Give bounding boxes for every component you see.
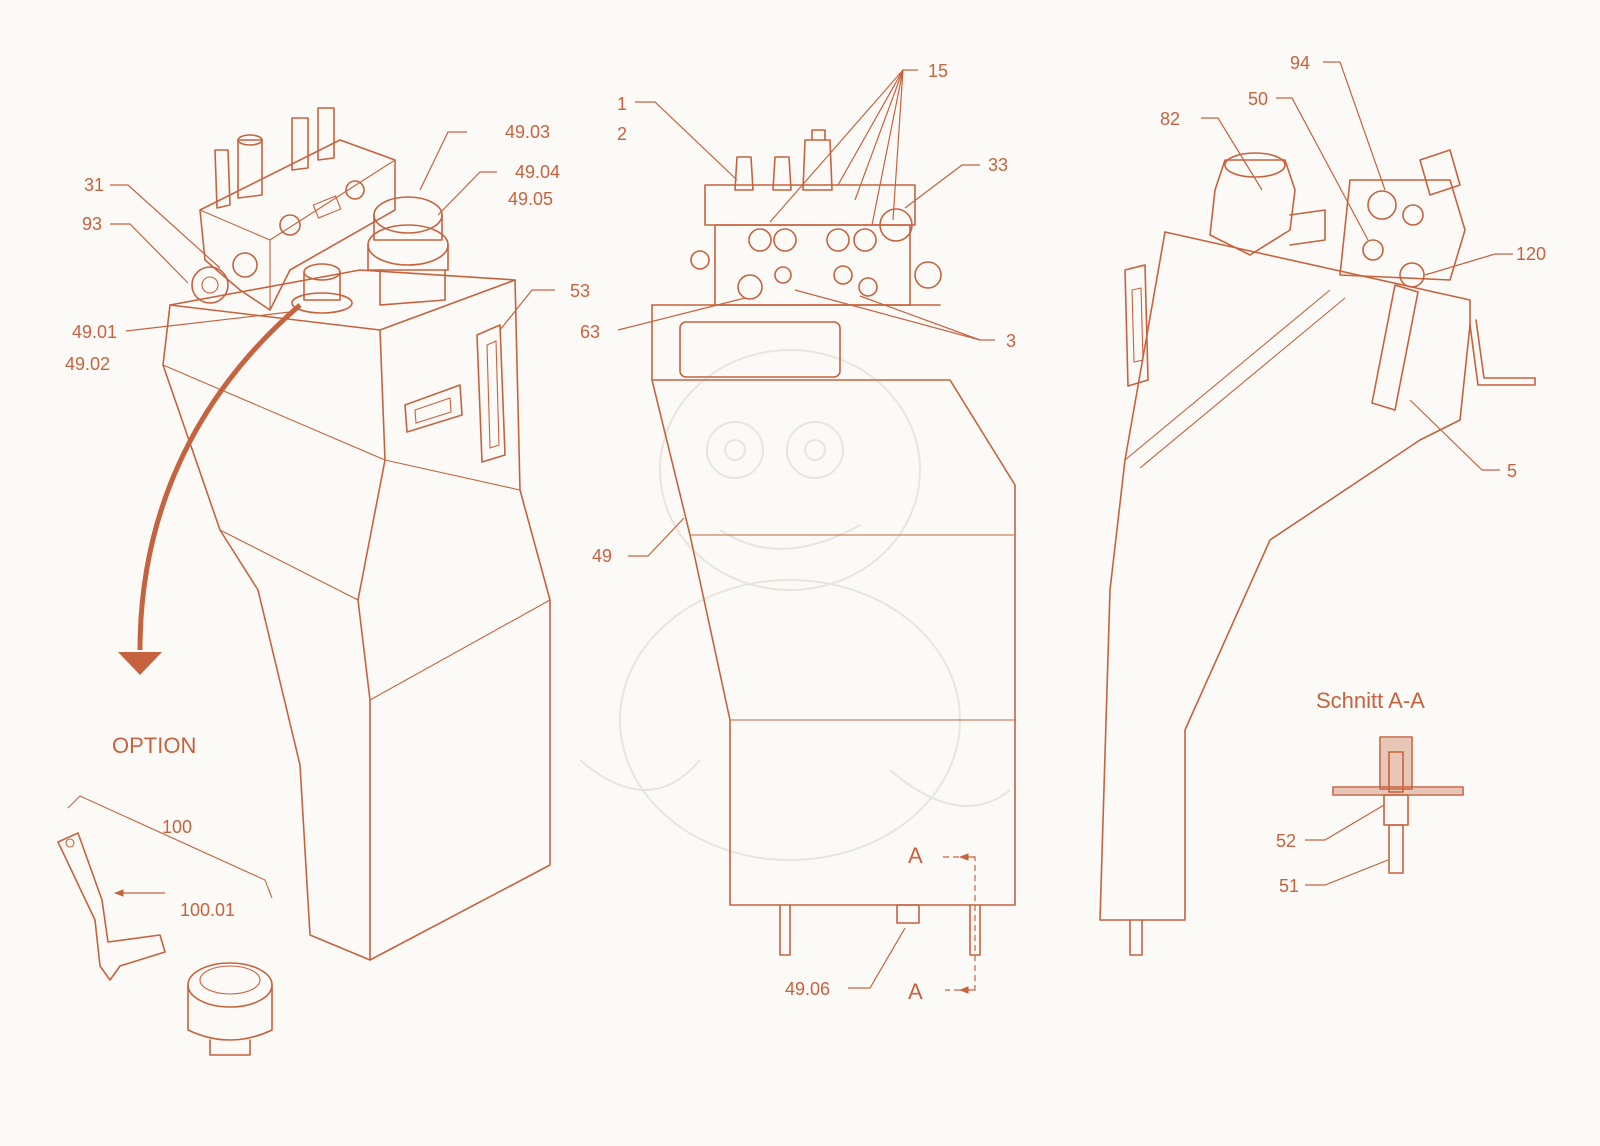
callout-49-04: 49.04	[515, 162, 560, 182]
front-view	[617, 69, 1016, 994]
callout-51: 51	[1279, 876, 1299, 896]
callout-63: 63	[580, 322, 600, 342]
callout-3: 3	[1006, 331, 1016, 351]
callout-49-01: 49.01	[72, 322, 117, 342]
callout-49-02: 49.02	[65, 354, 110, 374]
callout-49-06: 49.06	[785, 979, 830, 999]
section-mark-top: A	[908, 843, 923, 868]
callout-93: 93	[82, 214, 102, 234]
callout-82: 82	[1160, 109, 1180, 129]
callout-49-05: 49.05	[508, 189, 553, 209]
callout-49-03: 49.03	[505, 122, 550, 142]
section-a-a-detail	[1305, 736, 1464, 886]
section-title: Schnitt A-A	[1316, 688, 1425, 713]
callout-31: 31	[84, 175, 104, 195]
callout-5: 5	[1507, 461, 1517, 481]
callout-15: 15	[928, 61, 948, 81]
callout-100: 100	[162, 817, 192, 837]
callout-52: 52	[1276, 831, 1296, 851]
callout-49: 49	[592, 546, 612, 566]
side-view	[1099, 61, 1536, 956]
option-wrench-and-cap	[57, 795, 273, 1056]
section-mark-bottom: A	[908, 979, 923, 1004]
callout-120: 120	[1516, 244, 1546, 264]
left-isometric-view	[110, 107, 555, 961]
callout-100-01: 100.01	[180, 900, 235, 920]
callout-94: 94	[1290, 53, 1310, 73]
callout-2: 2	[617, 124, 627, 144]
option-label: OPTION	[112, 733, 196, 758]
callout-50: 50	[1248, 89, 1268, 109]
watermark-dragon	[579, 349, 1011, 861]
callout-53: 53	[570, 281, 590, 301]
callout-33: 33	[988, 155, 1008, 175]
callout-1: 1	[617, 94, 627, 114]
